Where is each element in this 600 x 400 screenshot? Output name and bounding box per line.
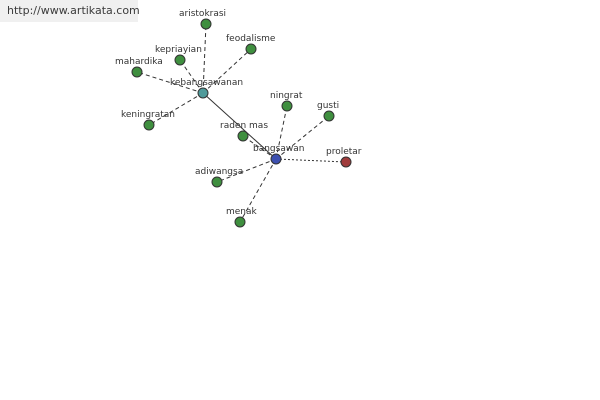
node-keningratan[interactable]	[143, 119, 155, 131]
labels: kebangsawanan bangsawan aristokrasi feod…	[115, 9, 362, 217]
edge-bangsawan-menak	[239, 158, 277, 223]
node-aristokrasi[interactable]	[200, 18, 212, 30]
nodes	[131, 18, 352, 228]
node-menak[interactable]	[234, 216, 246, 228]
node-mahardika[interactable]	[131, 66, 143, 78]
edge-kebangsawanan-feodalisme	[202, 48, 252, 94]
node-raden-mas[interactable]	[237, 130, 249, 142]
label-raden-mas[interactable]: raden mas	[220, 121, 268, 131]
label-proletar[interactable]: proletar	[326, 147, 362, 157]
node-proletar[interactable]	[340, 156, 352, 168]
label-feodalisme[interactable]: feodalisme	[226, 34, 276, 44]
label-aristokrasi[interactable]: aristokrasi	[179, 9, 226, 19]
edge-bangsawan-gusti	[275, 115, 330, 160]
edge-kebangsawanan-kepriayian	[179, 59, 204, 94]
edge-kebangsawanan-bangsawan	[202, 92, 277, 160]
label-menak[interactable]: menak	[226, 207, 258, 217]
url-banner[interactable]: http://www.artikata.com	[0, 0, 140, 22]
edge-bangsawan-proletar	[275, 158, 347, 163]
label-gusti[interactable]: gusti	[317, 101, 339, 111]
node-adiwangsa[interactable]	[211, 176, 223, 188]
edge-bangsawan-ningrat	[275, 105, 288, 160]
node-gusti[interactable]	[323, 110, 335, 122]
label-mahardika[interactable]: mahardika	[115, 57, 163, 67]
edges	[136, 23, 347, 223]
label-ningrat[interactable]: ningrat	[270, 91, 303, 101]
label-kepriayian[interactable]: kepriayian	[155, 45, 202, 55]
label-kebangsawanan[interactable]: kebangsawanan	[170, 78, 243, 88]
edge-bangsawan-adiwangsa	[216, 158, 277, 183]
node-feodalisme[interactable]	[245, 43, 257, 55]
node-bangsawan[interactable]	[270, 153, 282, 165]
node-kepriayian[interactable]	[174, 54, 186, 66]
node-ningrat[interactable]	[281, 100, 293, 112]
edge-kebangsawanan-aristokrasi	[202, 23, 207, 94]
label-bangsawan[interactable]: bangsawan	[253, 144, 304, 154]
label-adiwangsa[interactable]: adiwangsa	[195, 167, 243, 177]
url-link[interactable]: http://www.artikata.com	[7, 4, 140, 17]
edge-kebangsawanan-keningratan	[148, 92, 204, 126]
node-kebangsawanan[interactable]	[197, 87, 209, 99]
label-keningratan[interactable]: keningratan	[121, 110, 175, 120]
edge-kebangsawanan-mahardika	[136, 71, 204, 94]
